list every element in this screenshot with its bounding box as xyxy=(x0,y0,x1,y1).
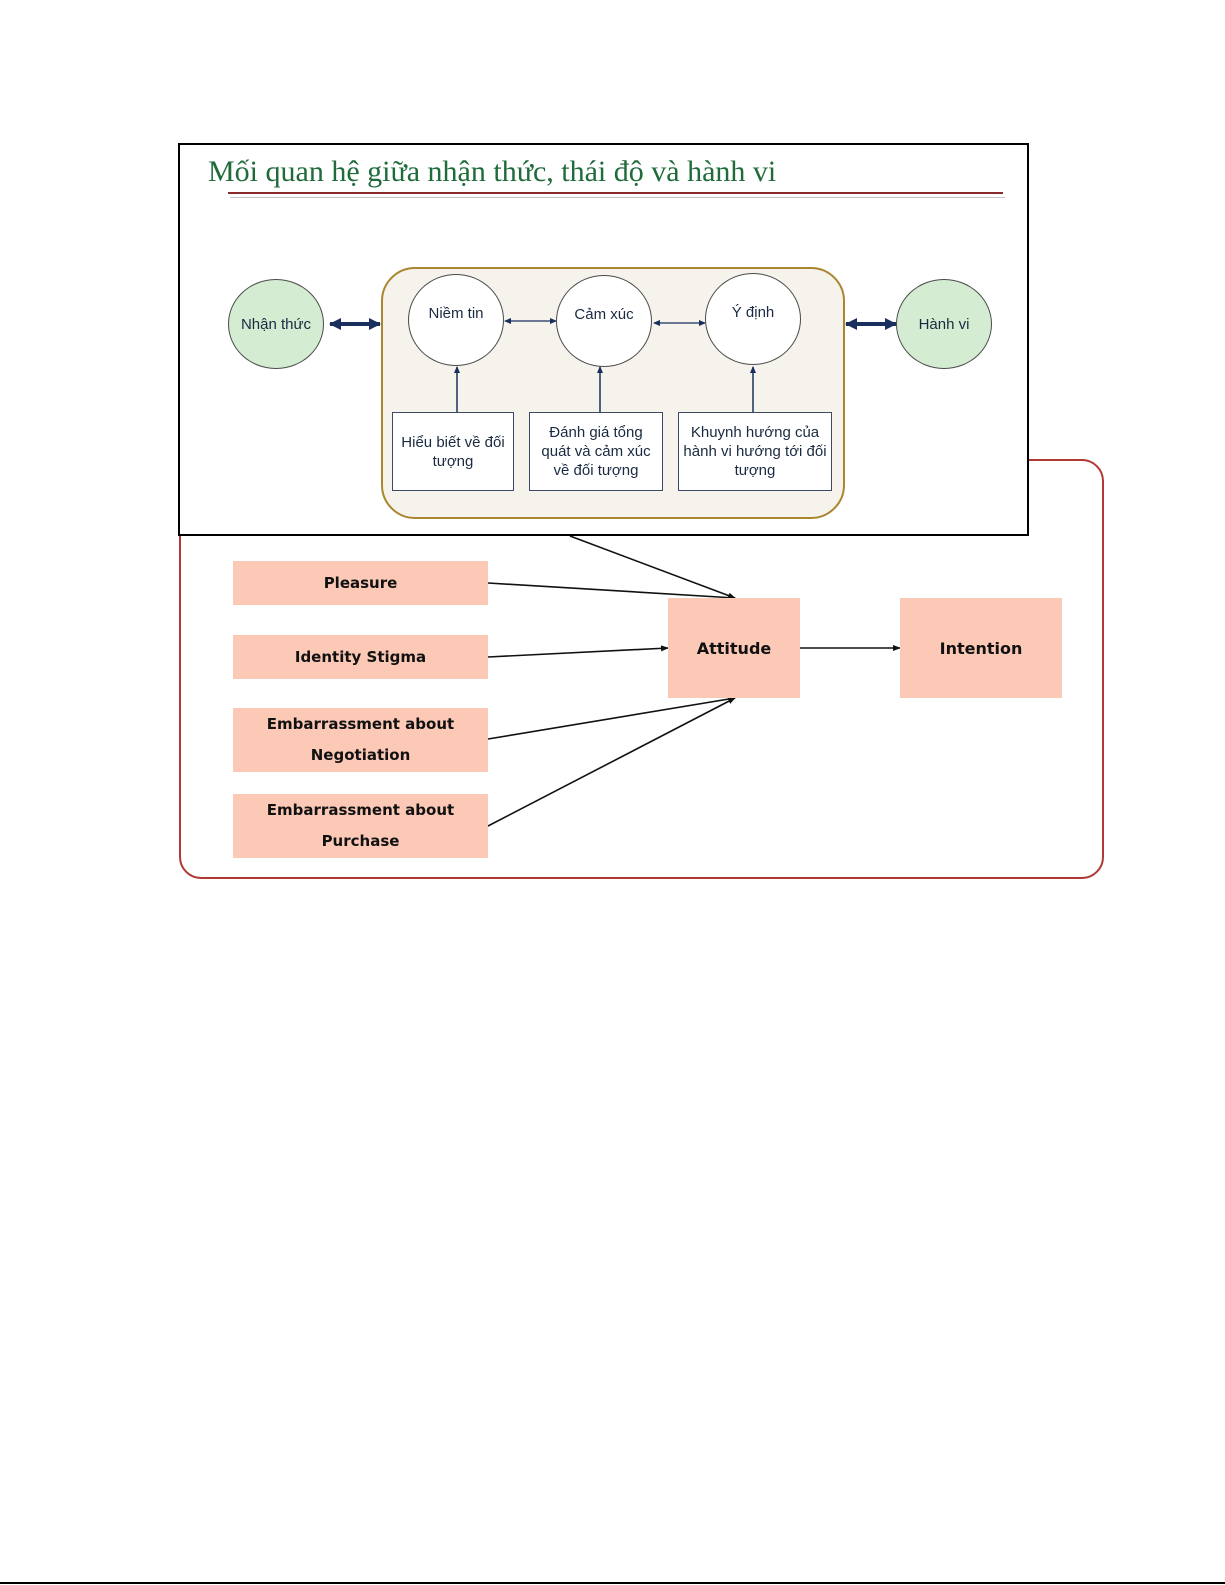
box-tendency: Khuynh hướng của hành vi hướng tới đối t… xyxy=(678,412,832,491)
title-underline-shadow xyxy=(230,197,1005,198)
factor-embarrassment-negotiation: Embarrassment about Negotiation xyxy=(233,708,488,772)
node-cognition: Nhận thức xyxy=(228,279,324,369)
intention-box: Intention xyxy=(900,598,1062,698)
box-knowledge: Hiểu biết về đối tượng xyxy=(392,412,514,491)
factor-label-line: Negotiation xyxy=(310,746,411,764)
factor-pleasure: Pleasure xyxy=(233,561,488,605)
inset-diagram: Mối quan hệ giữa nhận thức, thái độ và h… xyxy=(178,143,1029,536)
factor-label: Identity Stigma xyxy=(294,647,427,666)
node-belief: Niềm tin xyxy=(408,274,504,366)
node-intent: Ý định xyxy=(705,273,801,365)
node-behavior-label: Hành vi xyxy=(918,315,970,333)
factor-identity-stigma: Identity Stigma xyxy=(233,635,488,679)
box-evaluation: Đánh giá tổng quát và cảm xúc về đối tượ… xyxy=(529,412,663,491)
inset-arrows xyxy=(329,318,897,412)
arrow-identity-stigma-to-attitude xyxy=(487,645,669,658)
box-evaluation-text: Đánh giá tổng quát và cảm xúc về đối tượ… xyxy=(541,424,651,479)
factor-embarrassment-purchase: Embarrassment about Purchase xyxy=(233,794,488,858)
factor-label-line: Embarrassment about xyxy=(266,801,455,819)
node-intent-label: Ý định xyxy=(731,304,775,321)
arrow-inset-to-attitude xyxy=(569,535,736,599)
node-emotion-label: Cảm xúc xyxy=(574,306,634,323)
factor-label-line: Purchase xyxy=(321,832,400,850)
node-behavior: Hành vi xyxy=(896,279,992,369)
factor-label: Pleasure xyxy=(323,573,398,592)
node-emotion: Cảm xúc xyxy=(556,275,652,367)
node-cognition-label: Nhận thức xyxy=(240,315,312,333)
box-knowledge-text: Hiểu biết về đối tượng xyxy=(401,433,505,470)
intention-label: Intention xyxy=(939,638,1023,658)
inset-title: Mối quan hệ giữa nhận thức, thái độ và h… xyxy=(208,155,777,188)
factor-label-line: Embarrassment about xyxy=(266,715,455,733)
page-bottom-rule xyxy=(0,1582,1225,1584)
node-belief-label: Niềm tin xyxy=(428,305,484,322)
title-underline xyxy=(228,192,1003,194)
attitude-label: Attitude xyxy=(696,638,772,658)
arrow-purchase-to-attitude xyxy=(487,697,736,827)
arrow-pleasure-to-attitude xyxy=(487,582,736,601)
box-tendency-text: Khuynh hướng của hành vi hướng tới đối t… xyxy=(683,424,827,479)
arrow-negotiation-to-attitude xyxy=(487,696,736,740)
attitude-box: Attitude xyxy=(668,598,800,698)
